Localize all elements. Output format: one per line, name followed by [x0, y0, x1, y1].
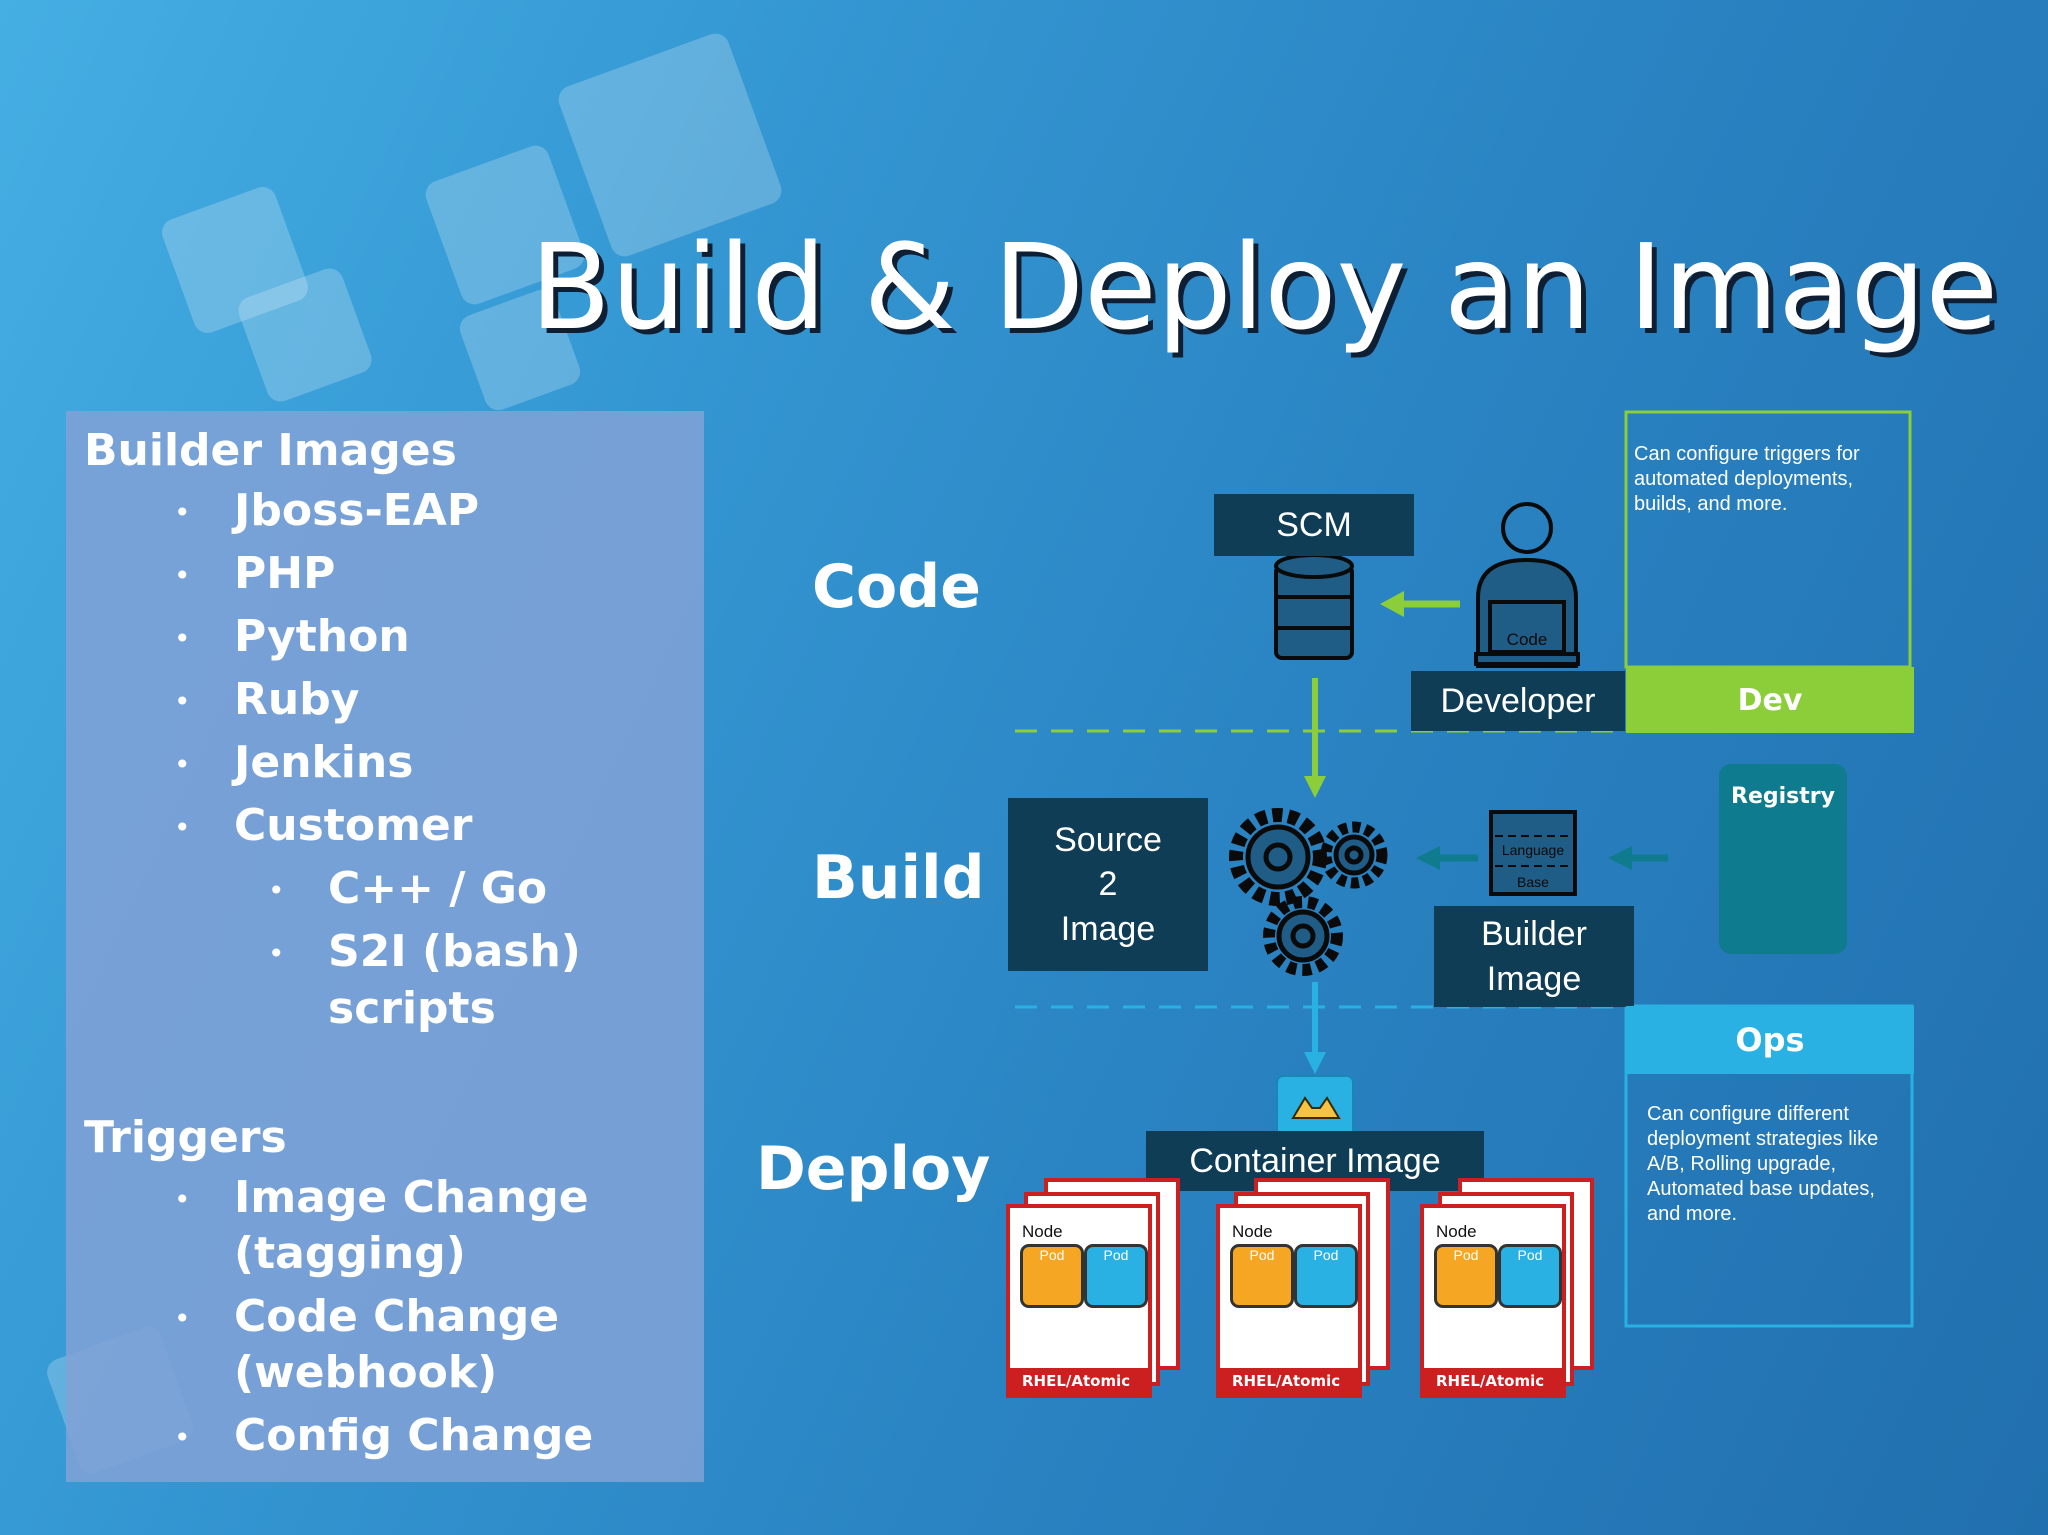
customer-subitem: C++ / Go: [328, 863, 548, 914]
pod-label: Pod: [1517, 1247, 1543, 1263]
customer-subitem: S2I (bash): [328, 926, 581, 977]
builder-item: Customer: [234, 800, 473, 851]
container-image-box: Container Image: [1146, 1131, 1484, 1191]
trigger-item: Code Change: [234, 1291, 560, 1342]
bullet: •: [174, 1183, 191, 1216]
pod-mongodb: Pod: [1020, 1244, 1084, 1308]
pod-mongodb: Pod: [1230, 1244, 1294, 1308]
builder-images-heading: Builder Images: [84, 425, 457, 476]
dev-band-label: Dev: [1737, 682, 1803, 718]
customer-subitem-continued: scripts: [328, 983, 496, 1034]
s2i-line: Source: [1054, 821, 1162, 860]
stage-code-label: Code: [812, 552, 981, 622]
builder-item: Python: [234, 611, 410, 662]
bullet: •: [174, 1302, 191, 1335]
stage-deploy-label: Deploy: [756, 1134, 991, 1204]
builder-item: PHP: [234, 548, 336, 599]
registry-to-builder-head: [1608, 846, 1632, 870]
s2i-line: Image: [1060, 909, 1156, 948]
node-footer: RHEL/Atomic: [1220, 1368, 1358, 1394]
pod-label: Pod: [1249, 1247, 1275, 1263]
bullet: •: [174, 622, 191, 655]
build-to-deploy-head: [1304, 1052, 1326, 1074]
trigger-item-continued: (webhook): [234, 1347, 498, 1398]
database-icon: [1274, 553, 1354, 660]
left-panel: Builder Images • Jboss-EAP • PHP • Pytho…: [66, 411, 704, 1482]
builder-item: Jboss-EAP: [234, 485, 480, 536]
dev-note: Can configure triggers for automated dep…: [1634, 443, 1860, 515]
node-label: Node: [1232, 1222, 1273, 1241]
ops-band: Ops: [1626, 1006, 1914, 1074]
pod-tomcat: Pod: [1084, 1244, 1148, 1308]
pod-label: Pod: [1103, 1247, 1129, 1263]
trigger-item: Image Change: [234, 1172, 589, 1223]
builder-item: Ruby: [234, 674, 360, 725]
scm-box: SCM: [1214, 494, 1414, 556]
builder-image-box: Builder Image: [1434, 906, 1634, 1007]
tomcat-icon: [1276, 1075, 1354, 1137]
sub-bullet: •: [268, 874, 285, 907]
laptop-code-label: Code: [1506, 630, 1548, 649]
pod-tomcat: Pod: [1498, 1244, 1562, 1308]
developer-label: Developer: [1440, 681, 1596, 720]
node-footer: RHEL/Atomic: [1424, 1368, 1562, 1394]
scm-to-build-head: [1304, 776, 1326, 798]
bullet: •: [174, 559, 191, 592]
pod-label: Pod: [1453, 1247, 1479, 1263]
trigger-item-continued: (tagging): [234, 1228, 466, 1279]
source-to-image-box: Source 2 Image: [1008, 798, 1208, 971]
tomcat-cat-shape: [1291, 1096, 1341, 1119]
node-card: Node Pod Pod RHEL/Atomic: [1420, 1204, 1566, 1398]
commit-arrow-head: [1380, 591, 1404, 617]
bullet: •: [174, 1421, 191, 1454]
dev-band: Dev: [1626, 667, 1914, 733]
pod-tomcat: Pod: [1294, 1244, 1358, 1308]
node-label: Node: [1022, 1222, 1063, 1241]
registry-label: Registry: [1731, 784, 1835, 809]
bullet: •: [174, 811, 191, 844]
trigger-item: Config Change: [234, 1410, 594, 1461]
node-footer: RHEL/Atomic: [1010, 1368, 1148, 1394]
bullet: •: [174, 496, 191, 529]
ops-note: Can configure different deployment strat…: [1647, 1103, 1879, 1225]
builder-image-line: Image: [1486, 959, 1582, 998]
language-label: Language: [1501, 842, 1565, 858]
pod-label: Pod: [1039, 1247, 1065, 1263]
node-card: Node Pod Pod RHEL/Atomic: [1216, 1204, 1362, 1398]
bullet: •: [174, 685, 191, 718]
pod-mongodb: Pod: [1434, 1244, 1498, 1308]
sub-bullet: •: [268, 937, 285, 970]
container-image-label: Container Image: [1189, 1141, 1441, 1180]
slide-title: Build & Deploy an Image: [530, 218, 1999, 356]
ops-band-label: Ops: [1735, 1021, 1805, 1059]
developer-box: Developer: [1411, 671, 1625, 731]
triggers-heading: Triggers: [84, 1112, 287, 1163]
builder-image-line: Builder: [1481, 915, 1587, 954]
node-card: Node Pod Pod RHEL/Atomic: [1006, 1204, 1152, 1398]
s2i-line: 2: [1098, 865, 1118, 904]
builder-item: Jenkins: [234, 737, 414, 788]
builder-image-icon: [1489, 810, 1577, 896]
pod-label: Pod: [1313, 1247, 1339, 1263]
developer-icon: [1474, 502, 1580, 668]
bullet: •: [174, 748, 191, 781]
base-label: Base: [1517, 874, 1549, 890]
gears-icon: [1229, 808, 1388, 976]
builder-to-gears-head: [1416, 846, 1440, 870]
stage-build-label: Build: [812, 843, 985, 913]
node-label: Node: [1436, 1222, 1477, 1241]
scm-label: SCM: [1276, 505, 1352, 544]
registry-tile: Registry: [1719, 764, 1847, 954]
